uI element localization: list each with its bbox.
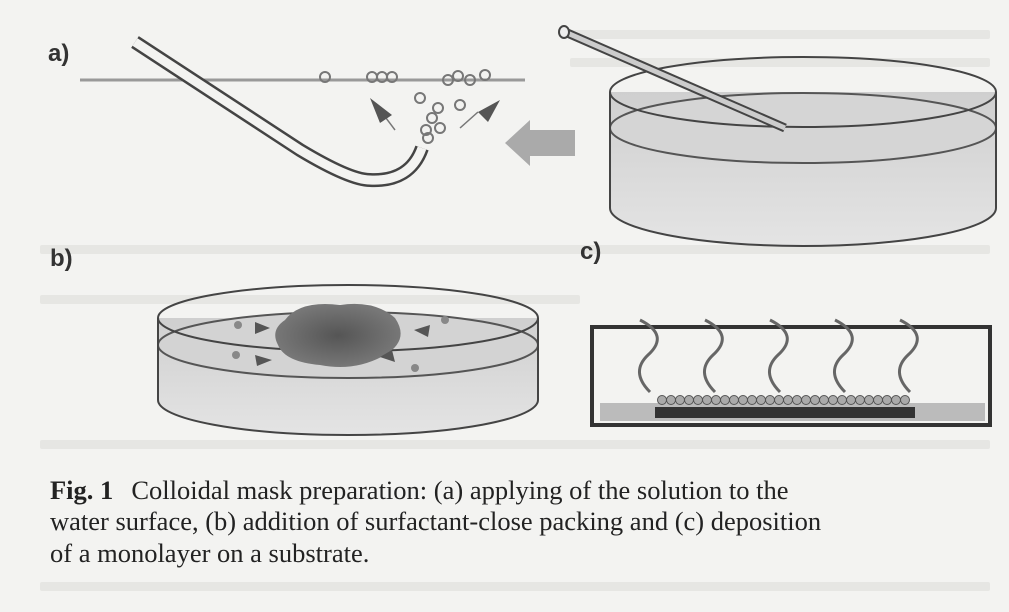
sphere	[693, 395, 703, 405]
panel-a-diagram	[80, 36, 575, 188]
petri-dish-b	[157, 284, 539, 436]
sphere	[846, 395, 856, 405]
sphere	[900, 395, 910, 405]
sphere	[675, 395, 685, 405]
sphere	[774, 395, 784, 405]
sphere	[891, 395, 901, 405]
droplets	[232, 316, 449, 372]
sphere	[873, 395, 883, 405]
petri-dish-a	[558, 25, 997, 247]
figure-illustration	[80, 25, 997, 436]
deposition-chamber-c	[590, 318, 992, 427]
sphere	[855, 395, 865, 405]
sphere	[828, 395, 838, 405]
sphere	[783, 395, 793, 405]
sphere	[810, 395, 820, 405]
panel-label-c: c)	[580, 238, 602, 265]
sphere	[702, 395, 712, 405]
sphere	[738, 395, 748, 405]
transfer-arrow-icon	[505, 120, 575, 166]
sphere	[756, 395, 766, 405]
sphere	[837, 395, 847, 405]
caption-line-3: of a monolayer on a substrate.	[50, 538, 370, 568]
sphere	[882, 395, 892, 405]
evaporation-lines	[638, 318, 919, 394]
substrate	[655, 407, 915, 418]
caption-text: Colloidal mask preparation: (a) applying…	[131, 475, 789, 505]
sphere	[729, 395, 739, 405]
packing-arrows	[255, 322, 430, 366]
sphere	[684, 395, 694, 405]
sphere	[765, 395, 775, 405]
sphere	[792, 395, 802, 405]
colloid-particles	[319, 69, 491, 144]
caption-line-2: water surface, (b) addition of surfactan…	[50, 506, 822, 536]
sphere	[801, 395, 811, 405]
panel-label-b: b)	[50, 245, 73, 272]
sphere	[819, 395, 829, 405]
surfactant-cluster	[275, 303, 401, 368]
sphere	[720, 395, 730, 405]
panel-label-a: a)	[48, 40, 70, 67]
sphere	[864, 395, 874, 405]
sphere	[711, 395, 721, 405]
sphere	[657, 395, 667, 405]
sphere	[747, 395, 757, 405]
monolayer-spheres	[657, 395, 910, 405]
sphere	[666, 395, 676, 405]
figure-number: Fig. 1	[50, 475, 114, 505]
flow-arrows	[370, 98, 500, 131]
caption-line-1: Fig. 1 Colloidal mask preparation: (a) ap…	[50, 474, 990, 506]
